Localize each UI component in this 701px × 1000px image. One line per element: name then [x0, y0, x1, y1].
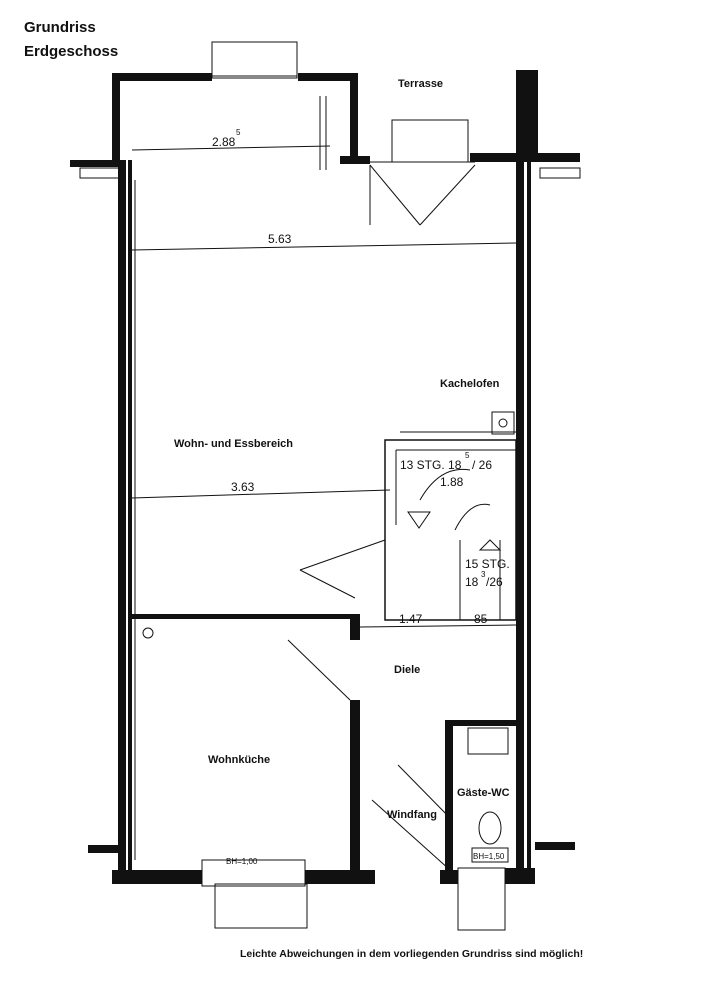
stair-upper-steps: 13 STG. 18 [400, 458, 462, 472]
stair-upper-ratio: / 26 [472, 458, 492, 472]
dimension-width-stair: 85 [474, 612, 488, 626]
dimension-width-diele: 1.47 [399, 612, 423, 626]
room-label-wohn-essbereich: Wohn- und Essbereich [174, 438, 293, 450]
window-frames [79, 41, 581, 931]
dimension-width-full: 5.63 [268, 232, 292, 246]
room-label-windfang: Windfang [387, 809, 437, 821]
room-label-kachelofen: Kachelofen [440, 378, 500, 390]
stair-lower-ratio: 18 [465, 575, 479, 589]
stair-upper-superscript: 5 [465, 451, 470, 460]
stair-lower-superscript: 3 [481, 570, 486, 579]
terrace-door [369, 161, 476, 226]
interior-walls [132, 411, 520, 871]
room-label-wohnkueche: Wohnküche [208, 754, 270, 766]
stair-lower-steps: 15 STG. [465, 557, 510, 571]
plan-subtitle: Erdgeschoss [24, 43, 119, 60]
staircase [384, 439, 517, 621]
dimension-lines [131, 145, 517, 628]
dimension-width-top: 2.88 [212, 135, 236, 149]
outer-walls [70, 70, 580, 884]
stair-headroom: 1.88 [440, 475, 464, 489]
room-label-gaeste-wc: Gäste-WC [457, 787, 510, 799]
window-sill-wc: BH=1,50 [473, 852, 505, 861]
stair-lower-ratio-b: /26 [486, 575, 503, 589]
disclaimer-text: Leichte Abweichungen in dem vorliegenden… [240, 948, 584, 960]
room-label-terrasse: Terrasse [398, 78, 443, 90]
plan-title: Grundriss [24, 19, 96, 36]
window-sill-kitchen: BH=1,00 [226, 857, 258, 866]
room-label-diele: Diele [394, 664, 420, 676]
dimension-width-mid: 3.63 [231, 480, 255, 494]
dimension-width-top-superscript: 5 [236, 128, 241, 137]
